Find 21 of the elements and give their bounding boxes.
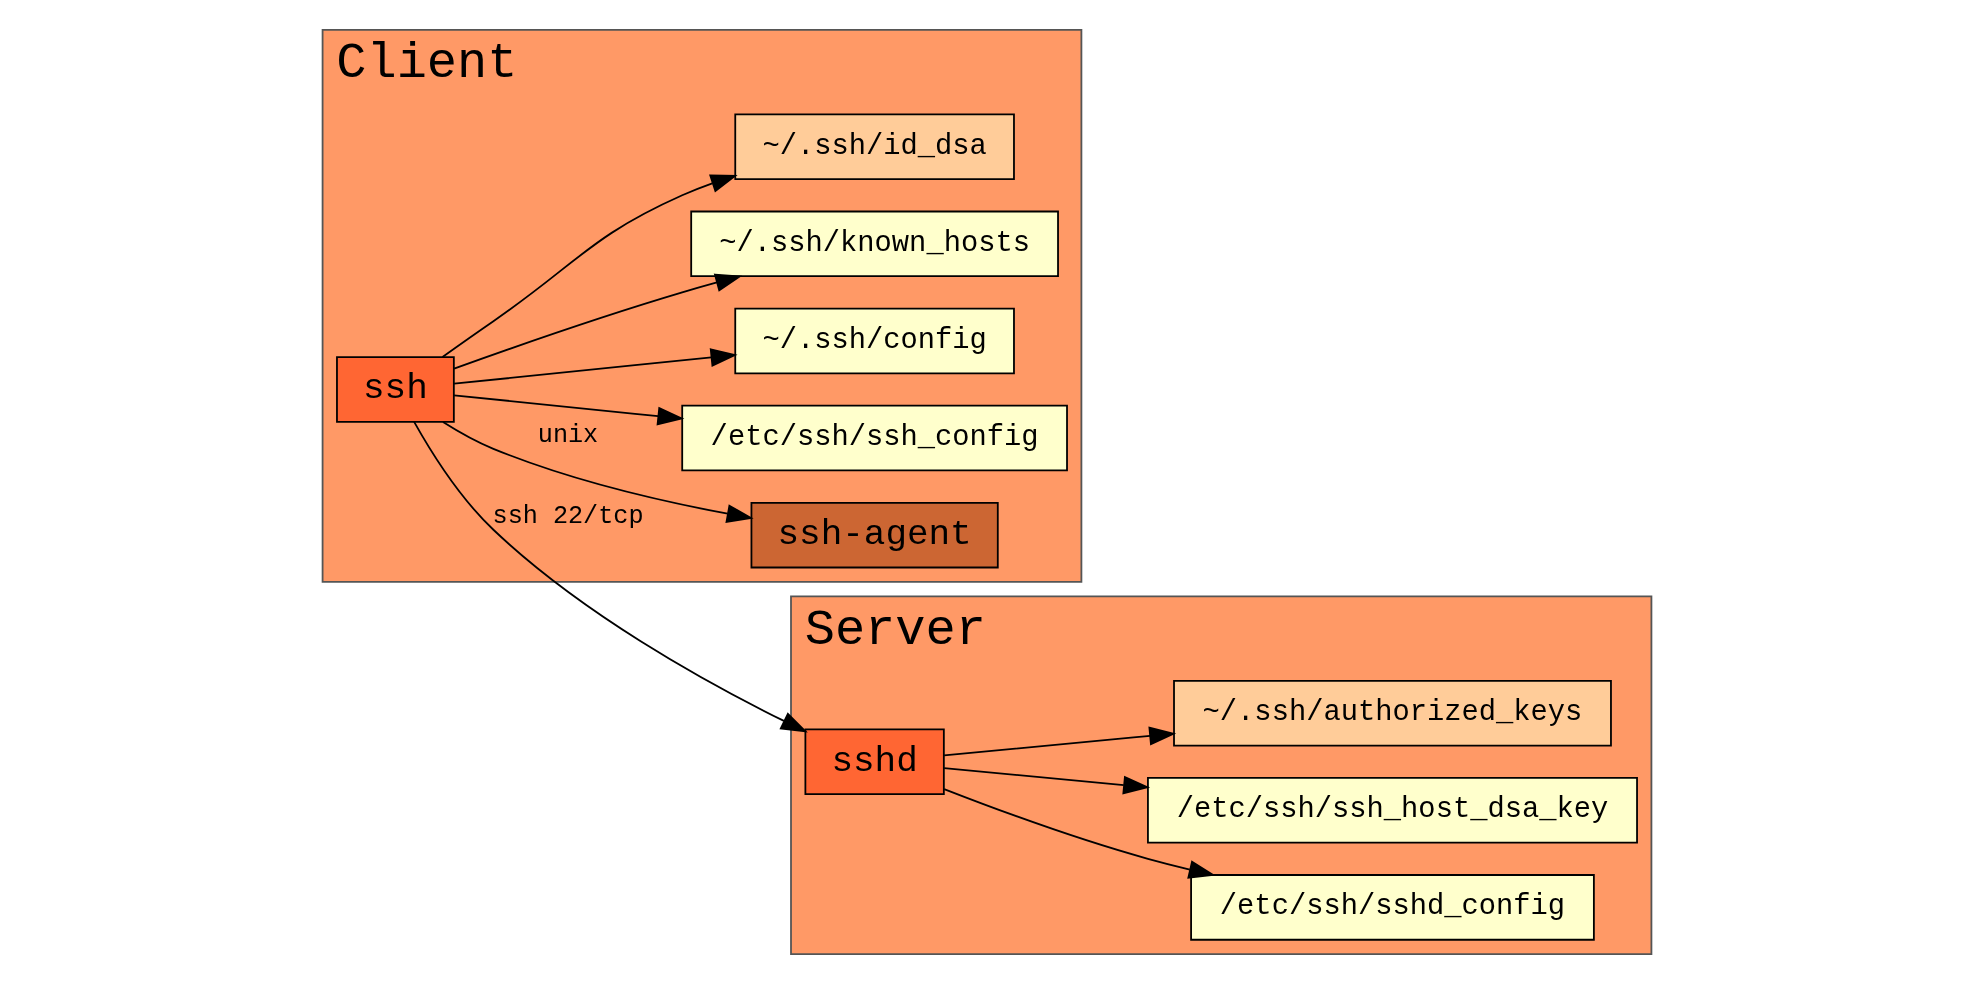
edge-label: unix — [537, 421, 599, 451]
arrow — [453, 348, 738, 385]
arrow — [453, 394, 685, 426]
arrow — [442, 421, 754, 523]
node-box: ~/.ssh/authorized_keys — [1173, 679, 1612, 747]
arrow — [943, 788, 1216, 879]
node-box: ~/.ssh/known_hosts — [690, 210, 1059, 278]
node-box: sshd — [804, 728, 945, 795]
node-box: ssh-agent — [750, 501, 999, 569]
arrow — [943, 726, 1177, 757]
node-box: ~/.ssh/id_dsa — [734, 113, 1015, 180]
arrow — [943, 767, 1151, 795]
node-box: /etc/ssh/sshd_config — [1190, 874, 1595, 941]
node-box: ~/.ssh/config — [734, 307, 1015, 375]
node-box: /etc/ssh/ssh_host_dsa_key — [1147, 777, 1638, 844]
arrow — [413, 421, 808, 733]
arrow — [453, 273, 743, 370]
arrow — [441, 174, 738, 358]
edge-label: ssh 22/tcp — [492, 501, 644, 531]
node-box: ssh — [336, 356, 455, 423]
node-box: /etc/ssh/ssh_config — [681, 404, 1068, 472]
